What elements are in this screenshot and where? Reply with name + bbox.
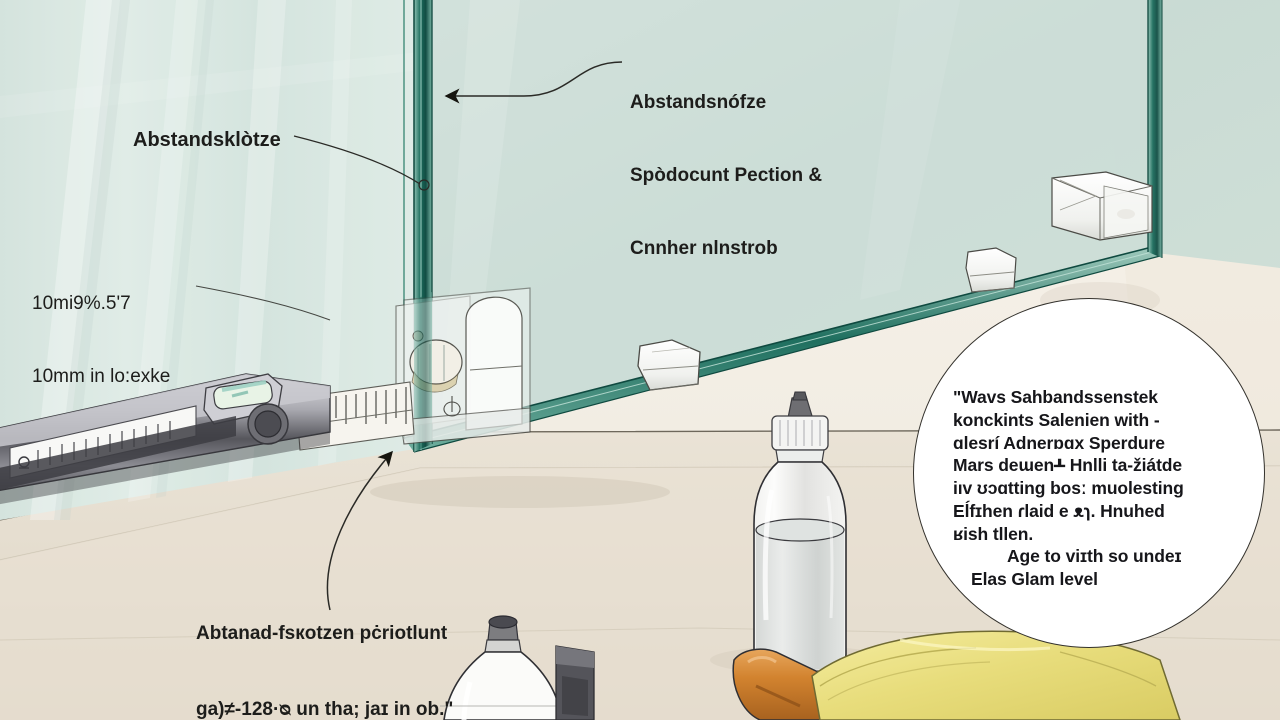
- circle-callout-text: "Wavs Sahbandssenstek konckints Salenien…: [953, 386, 1253, 591]
- glass-panel-main: [403, 0, 1280, 453]
- canister: [440, 615, 595, 720]
- top-callout: Abstandsnófze Spòdocunt Pection & Cnnher…: [630, 42, 822, 309]
- measurement-line-2: 10mm in lo:exke: [32, 365, 171, 387]
- circle-callout-line-6: Eĺfɪhen ɾlaid e ᴥɿ. Hnuhed: [953, 500, 1165, 521]
- circle-callout-line-1: "Wavs Sahbandssenstek: [953, 387, 1158, 407]
- circle-callout-line-4: Mars deɯenᚆ Hnlli ta-žiátde: [953, 455, 1183, 476]
- spirit-level: [0, 373, 331, 505]
- top-callout-line-1: Abstandsnófze: [630, 91, 767, 113]
- spacer-block-bottom-right: [965, 247, 1017, 293]
- circle-callout-line-5: iıv ʊɔɑtting bosː muolesting: [953, 478, 1184, 498]
- bottom-caption-line-2: ga)≠-128·ᴓ un tha; jaɪ in ob.": [196, 699, 454, 720]
- spacer-block-bottom-mid: [637, 339, 701, 391]
- bottom-caption: Abtanad-fsкotzen pċriotlunt ga)≠-128·ᴓ u…: [196, 570, 453, 720]
- top-callout-line-2: Spòdocunt Pection &: [630, 164, 823, 186]
- circle-callout-indent-line-2: Elas Glam level: [971, 569, 1098, 589]
- circle-callout-line-7: ʁish tllen.: [953, 523, 1034, 544]
- leader-lines: [195, 61, 623, 611]
- circle-callout-indent-line-1: Age to viɪth so undeɪ: [1007, 546, 1182, 567]
- measurement-note: 10mi9%.5'7 10mm in lo:exke: [32, 243, 170, 438]
- spacer-block-corner-right: [1051, 171, 1153, 241]
- glass-clamp-assembly: [395, 287, 531, 452]
- top-callout-line-3: Cnnher nlnstrob: [630, 237, 778, 259]
- cleaning-cloth: [811, 630, 1181, 720]
- measurement-line-1: 10mi9%.5'7: [32, 292, 131, 314]
- left-label: Abstandsklòtze: [133, 129, 281, 151]
- bottom-caption-line-1: Abtanad-fsкotzen pċriotlunt: [196, 622, 448, 644]
- spray-bottle: [753, 391, 847, 673]
- circle-callout: [913, 298, 1265, 648]
- circle-callout-line-3: ɑlesrí Adnerɒɑx Sperdure: [953, 432, 1165, 453]
- circle-callout-line-2: konckints Salenien with -: [953, 409, 1160, 430]
